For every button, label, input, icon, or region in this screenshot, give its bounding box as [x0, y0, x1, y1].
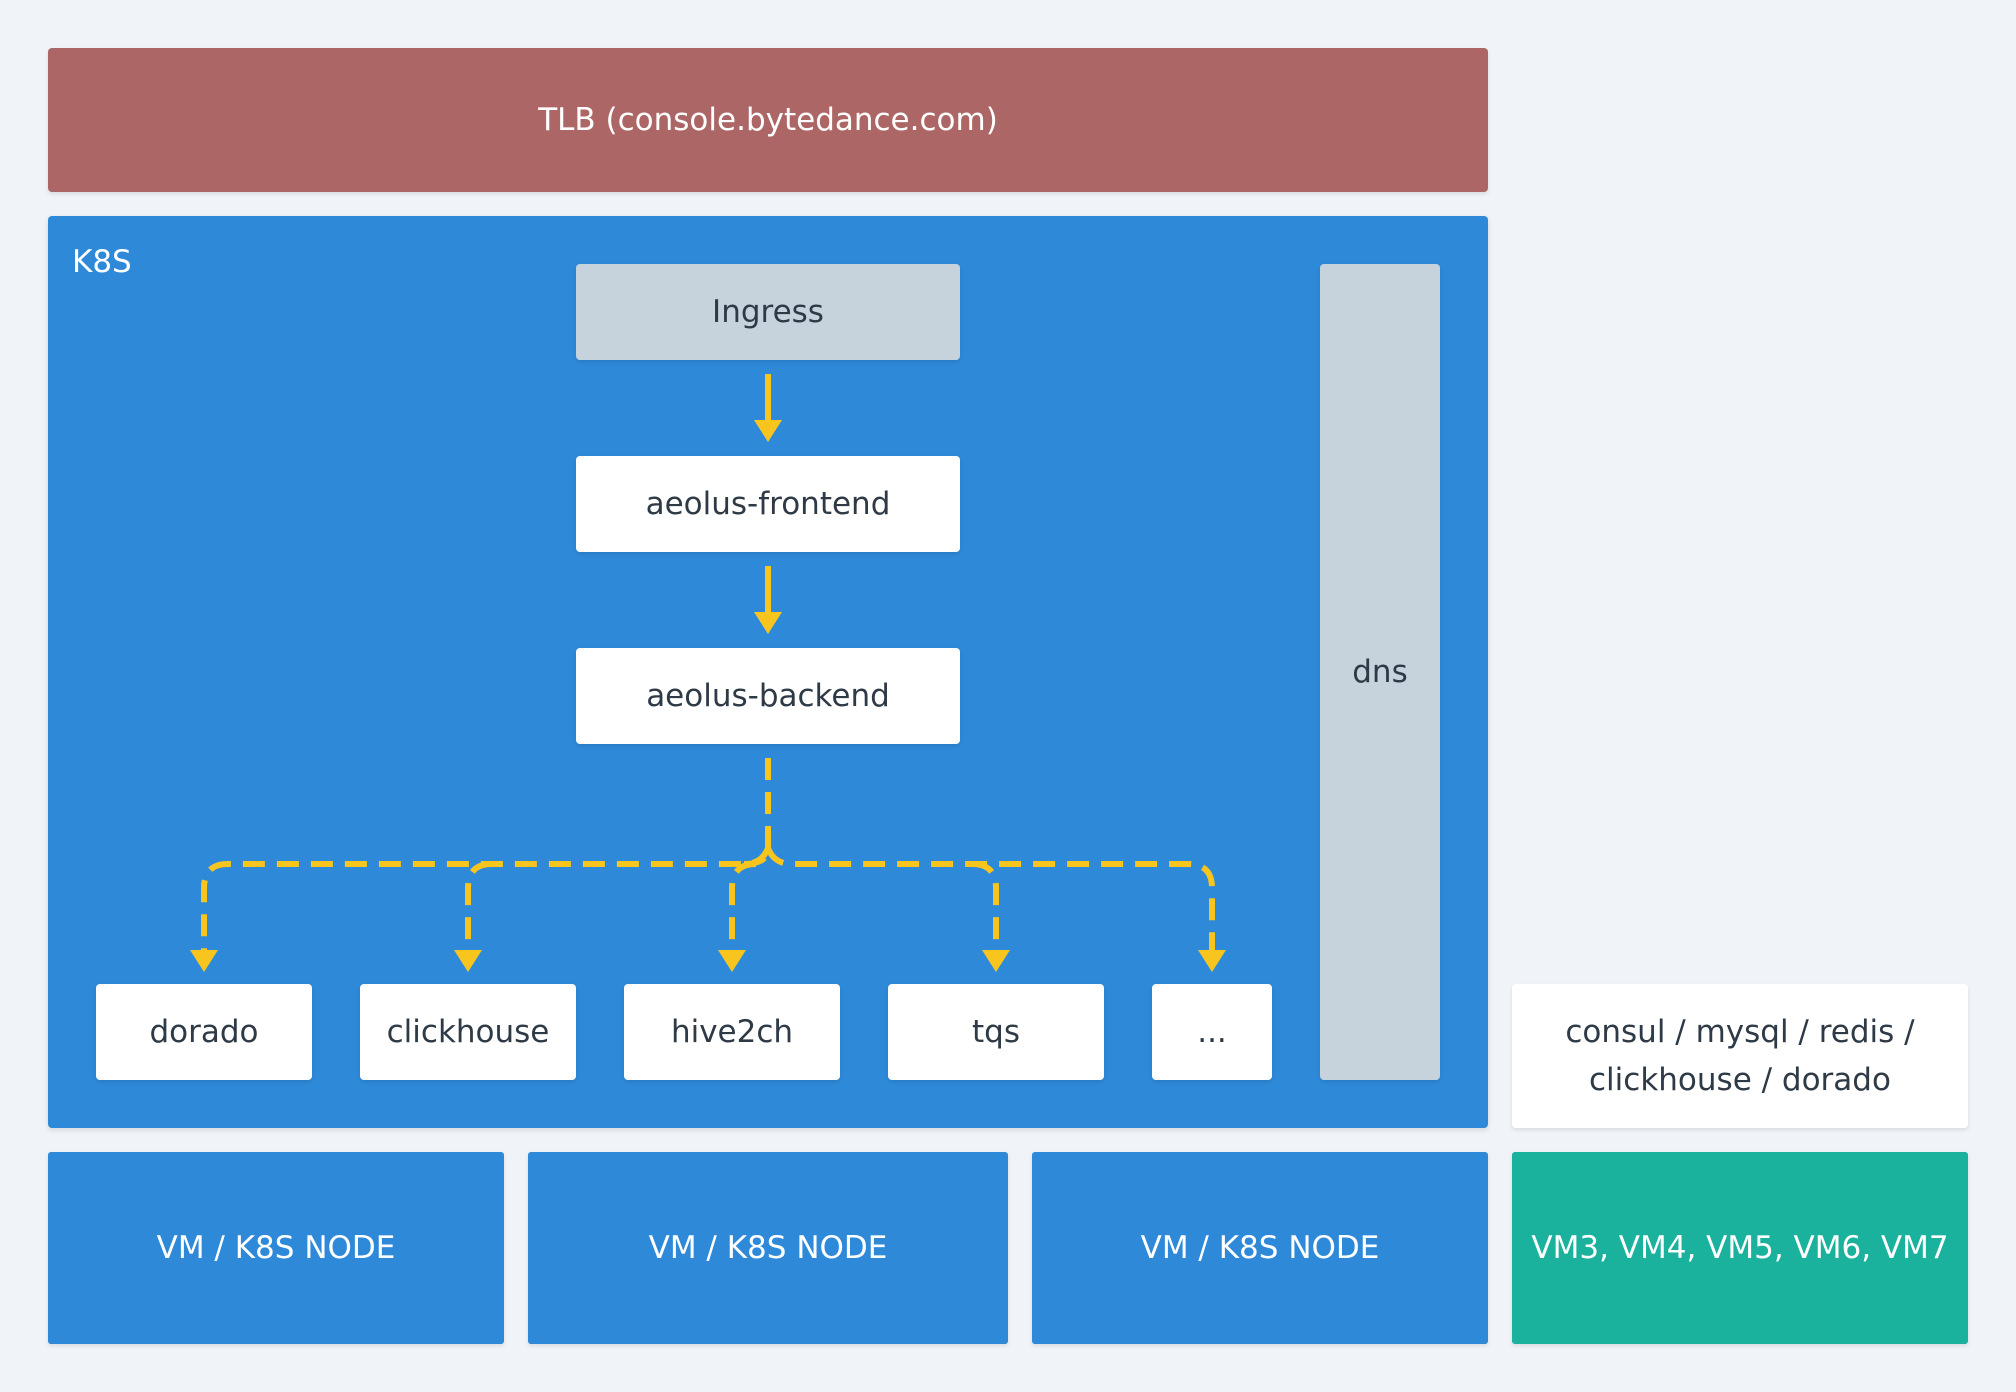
backend-box: aeolus-backend	[576, 648, 960, 744]
vm-node-label: VM / K8S NODE	[648, 1230, 888, 1266]
frontend-label: aeolus-frontend	[645, 486, 891, 522]
backend-label: aeolus-backend	[646, 678, 890, 714]
external-line-1: consul / mysql / redis /	[1565, 1014, 1915, 1050]
vm-node-label: VM / K8S NODE	[156, 1230, 396, 1266]
service-label: clickhouse	[386, 1014, 550, 1050]
dns-box: dns	[1320, 264, 1440, 1080]
tlb-box: TLB (console.bytedance.com)	[48, 48, 1488, 192]
dns-label: dns	[1352, 654, 1408, 690]
external-storage-box: consul / mysql / redis / clickhouse / do…	[1512, 984, 1968, 1128]
ingress-label: Ingress	[712, 294, 824, 330]
service-label: tqs	[972, 1014, 1020, 1050]
external-line-2: clickhouse / dorado	[1589, 1062, 1891, 1098]
service-label: dorado	[149, 1014, 259, 1050]
service-hive2ch: hive2ch	[624, 984, 840, 1080]
vm-group-box: VM3, VM4, VM5, VM6, VM7	[1512, 1152, 1968, 1344]
vm-node-1: VM / K8S NODE	[48, 1152, 504, 1344]
service-clickhouse: clickhouse	[360, 984, 576, 1080]
service-label: ...	[1197, 1014, 1227, 1050]
service-label: hive2ch	[670, 1014, 794, 1050]
vm-node-2: VM / K8S NODE	[528, 1152, 1008, 1344]
service-dorado: dorado	[96, 984, 312, 1080]
k8s-label: K8S	[72, 244, 132, 280]
tlb-label: TLB (console.bytedance.com)	[538, 102, 998, 138]
vm-group-label: VM3, VM4, VM5, VM6, VM7	[1531, 1230, 1949, 1266]
ingress-box: Ingress	[576, 264, 960, 360]
service-more: ...	[1152, 984, 1272, 1080]
vm-node-label: VM / K8S NODE	[1140, 1230, 1380, 1266]
frontend-box: aeolus-frontend	[576, 456, 960, 552]
service-tqs: tqs	[888, 984, 1104, 1080]
vm-node-3: VM / K8S NODE	[1032, 1152, 1488, 1344]
